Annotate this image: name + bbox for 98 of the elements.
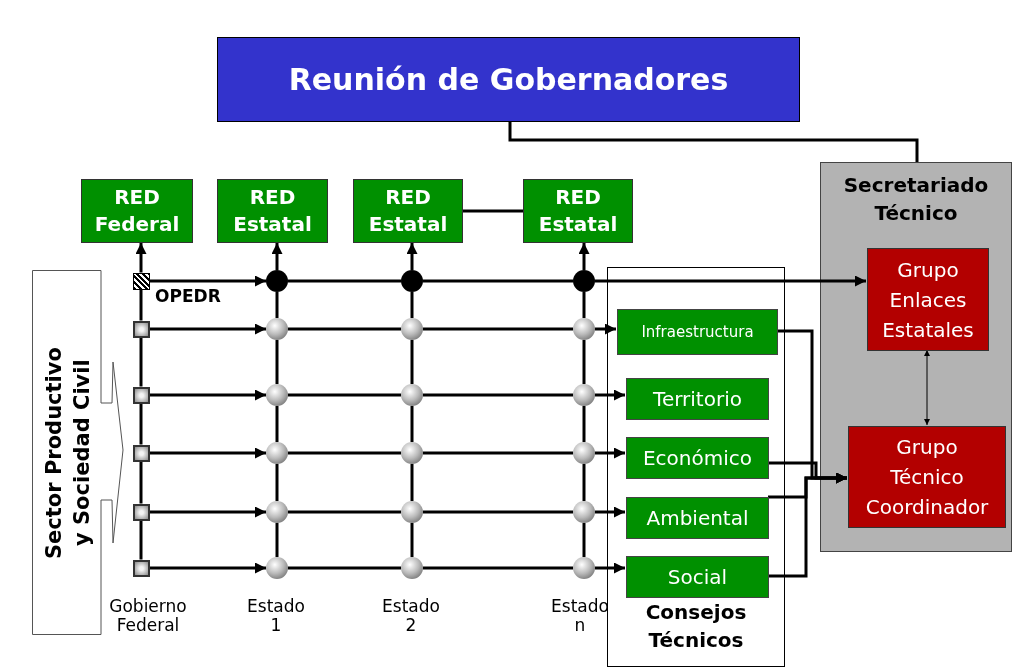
arrow (406, 243, 418, 270)
council-box: Infraestructura (617, 309, 778, 355)
sphere-node (573, 501, 595, 523)
arrow (595, 562, 625, 574)
council-box: Ambiental (626, 497, 769, 539)
connector-line (463, 209, 523, 213)
column-label: Estado 1 (246, 597, 306, 635)
panel-heading: Consejos Técnicos (644, 599, 748, 654)
connector-line (139, 289, 143, 321)
column-label: Estado 2 (381, 597, 441, 635)
sphere-node (573, 442, 595, 464)
connector-line (275, 464, 279, 501)
sphere-node (266, 501, 288, 523)
arrow (595, 447, 625, 459)
connector-line (423, 510, 573, 514)
connector-line (410, 523, 414, 557)
square-node (132, 386, 150, 404)
connector-line (288, 393, 401, 397)
council-box: Económico (626, 437, 769, 479)
connector-line (275, 523, 279, 557)
connector-line (423, 451, 573, 455)
council-panel (607, 267, 785, 667)
column-label: Estado n (550, 597, 610, 635)
sphere-node (266, 384, 288, 406)
sphere-node (401, 557, 423, 579)
connector-line (288, 566, 401, 570)
connector-line (139, 461, 143, 504)
arrow (149, 323, 266, 335)
sphere-node (266, 318, 288, 340)
network-box: RED Estatal (353, 179, 463, 243)
sphere-node (573, 384, 595, 406)
node-caption: OPEDR (155, 286, 221, 306)
connector-line (410, 340, 414, 384)
connector-line (423, 279, 573, 283)
arrow (135, 243, 147, 273)
connector-line (582, 464, 586, 501)
connector-line (275, 340, 279, 384)
council-box: Territorio (626, 378, 769, 420)
junction-dot (266, 270, 288, 292)
council-box: Social (626, 556, 769, 598)
arrow (149, 275, 266, 287)
group-box: Grupo Enlaces Estatales (867, 248, 989, 351)
connector-line (508, 122, 919, 162)
connector-line (275, 406, 279, 442)
network-box: RED Estatal (523, 179, 633, 243)
junction-dot (573, 270, 595, 292)
arrow (595, 506, 625, 518)
arrow (578, 243, 590, 270)
arrow (595, 389, 625, 401)
junction-dot (401, 270, 423, 292)
arrow (149, 447, 266, 459)
sphere-node (573, 557, 595, 579)
connector-line (582, 292, 586, 318)
sphere-node (401, 501, 423, 523)
secretariat-panel (820, 162, 1012, 552)
connector-line (410, 292, 414, 318)
arrow (271, 243, 283, 270)
connector-line (423, 327, 573, 331)
square-node (132, 559, 150, 577)
square-node (132, 444, 150, 462)
vertical-label: Sector Productivo y Sociedad Civil (41, 345, 95, 561)
arrow (595, 275, 866, 287)
group-box: Grupo Técnico Coordinador (848, 426, 1006, 528)
arrow (149, 506, 266, 518)
column-label: Gobierno Federal (108, 597, 188, 635)
connector-line (423, 393, 573, 397)
arrow (595, 323, 616, 335)
arrow (149, 389, 266, 401)
connector-line (288, 327, 401, 331)
sphere-node (573, 318, 595, 340)
connector-line (275, 292, 279, 318)
sphere-node (401, 384, 423, 406)
panel-heading: Secretariado Técnico (842, 172, 990, 227)
hatched-square (132, 272, 150, 290)
arrow (768, 472, 847, 578)
title-box: Reunión de Gobernadores (217, 37, 800, 122)
sphere-node (266, 557, 288, 579)
connector-line (423, 566, 573, 570)
arrow (924, 349, 930, 426)
square-node (132, 320, 150, 338)
sphere-node (266, 442, 288, 464)
network-box: RED Federal (81, 179, 193, 243)
network-box: RED Estatal (217, 179, 328, 243)
connector-line (582, 406, 586, 442)
connector-line (582, 340, 586, 384)
sphere-node (401, 442, 423, 464)
connector-line (410, 406, 414, 442)
sphere-node (401, 318, 423, 340)
connector-line (139, 337, 143, 387)
square-node (132, 503, 150, 521)
arrow (149, 562, 266, 574)
connector-line (288, 279, 401, 283)
connector-line (139, 520, 143, 560)
connector-line (288, 451, 401, 455)
connector-line (410, 464, 414, 501)
connector-line (582, 523, 586, 557)
connector-line (288, 510, 401, 514)
connector-line (139, 403, 143, 445)
